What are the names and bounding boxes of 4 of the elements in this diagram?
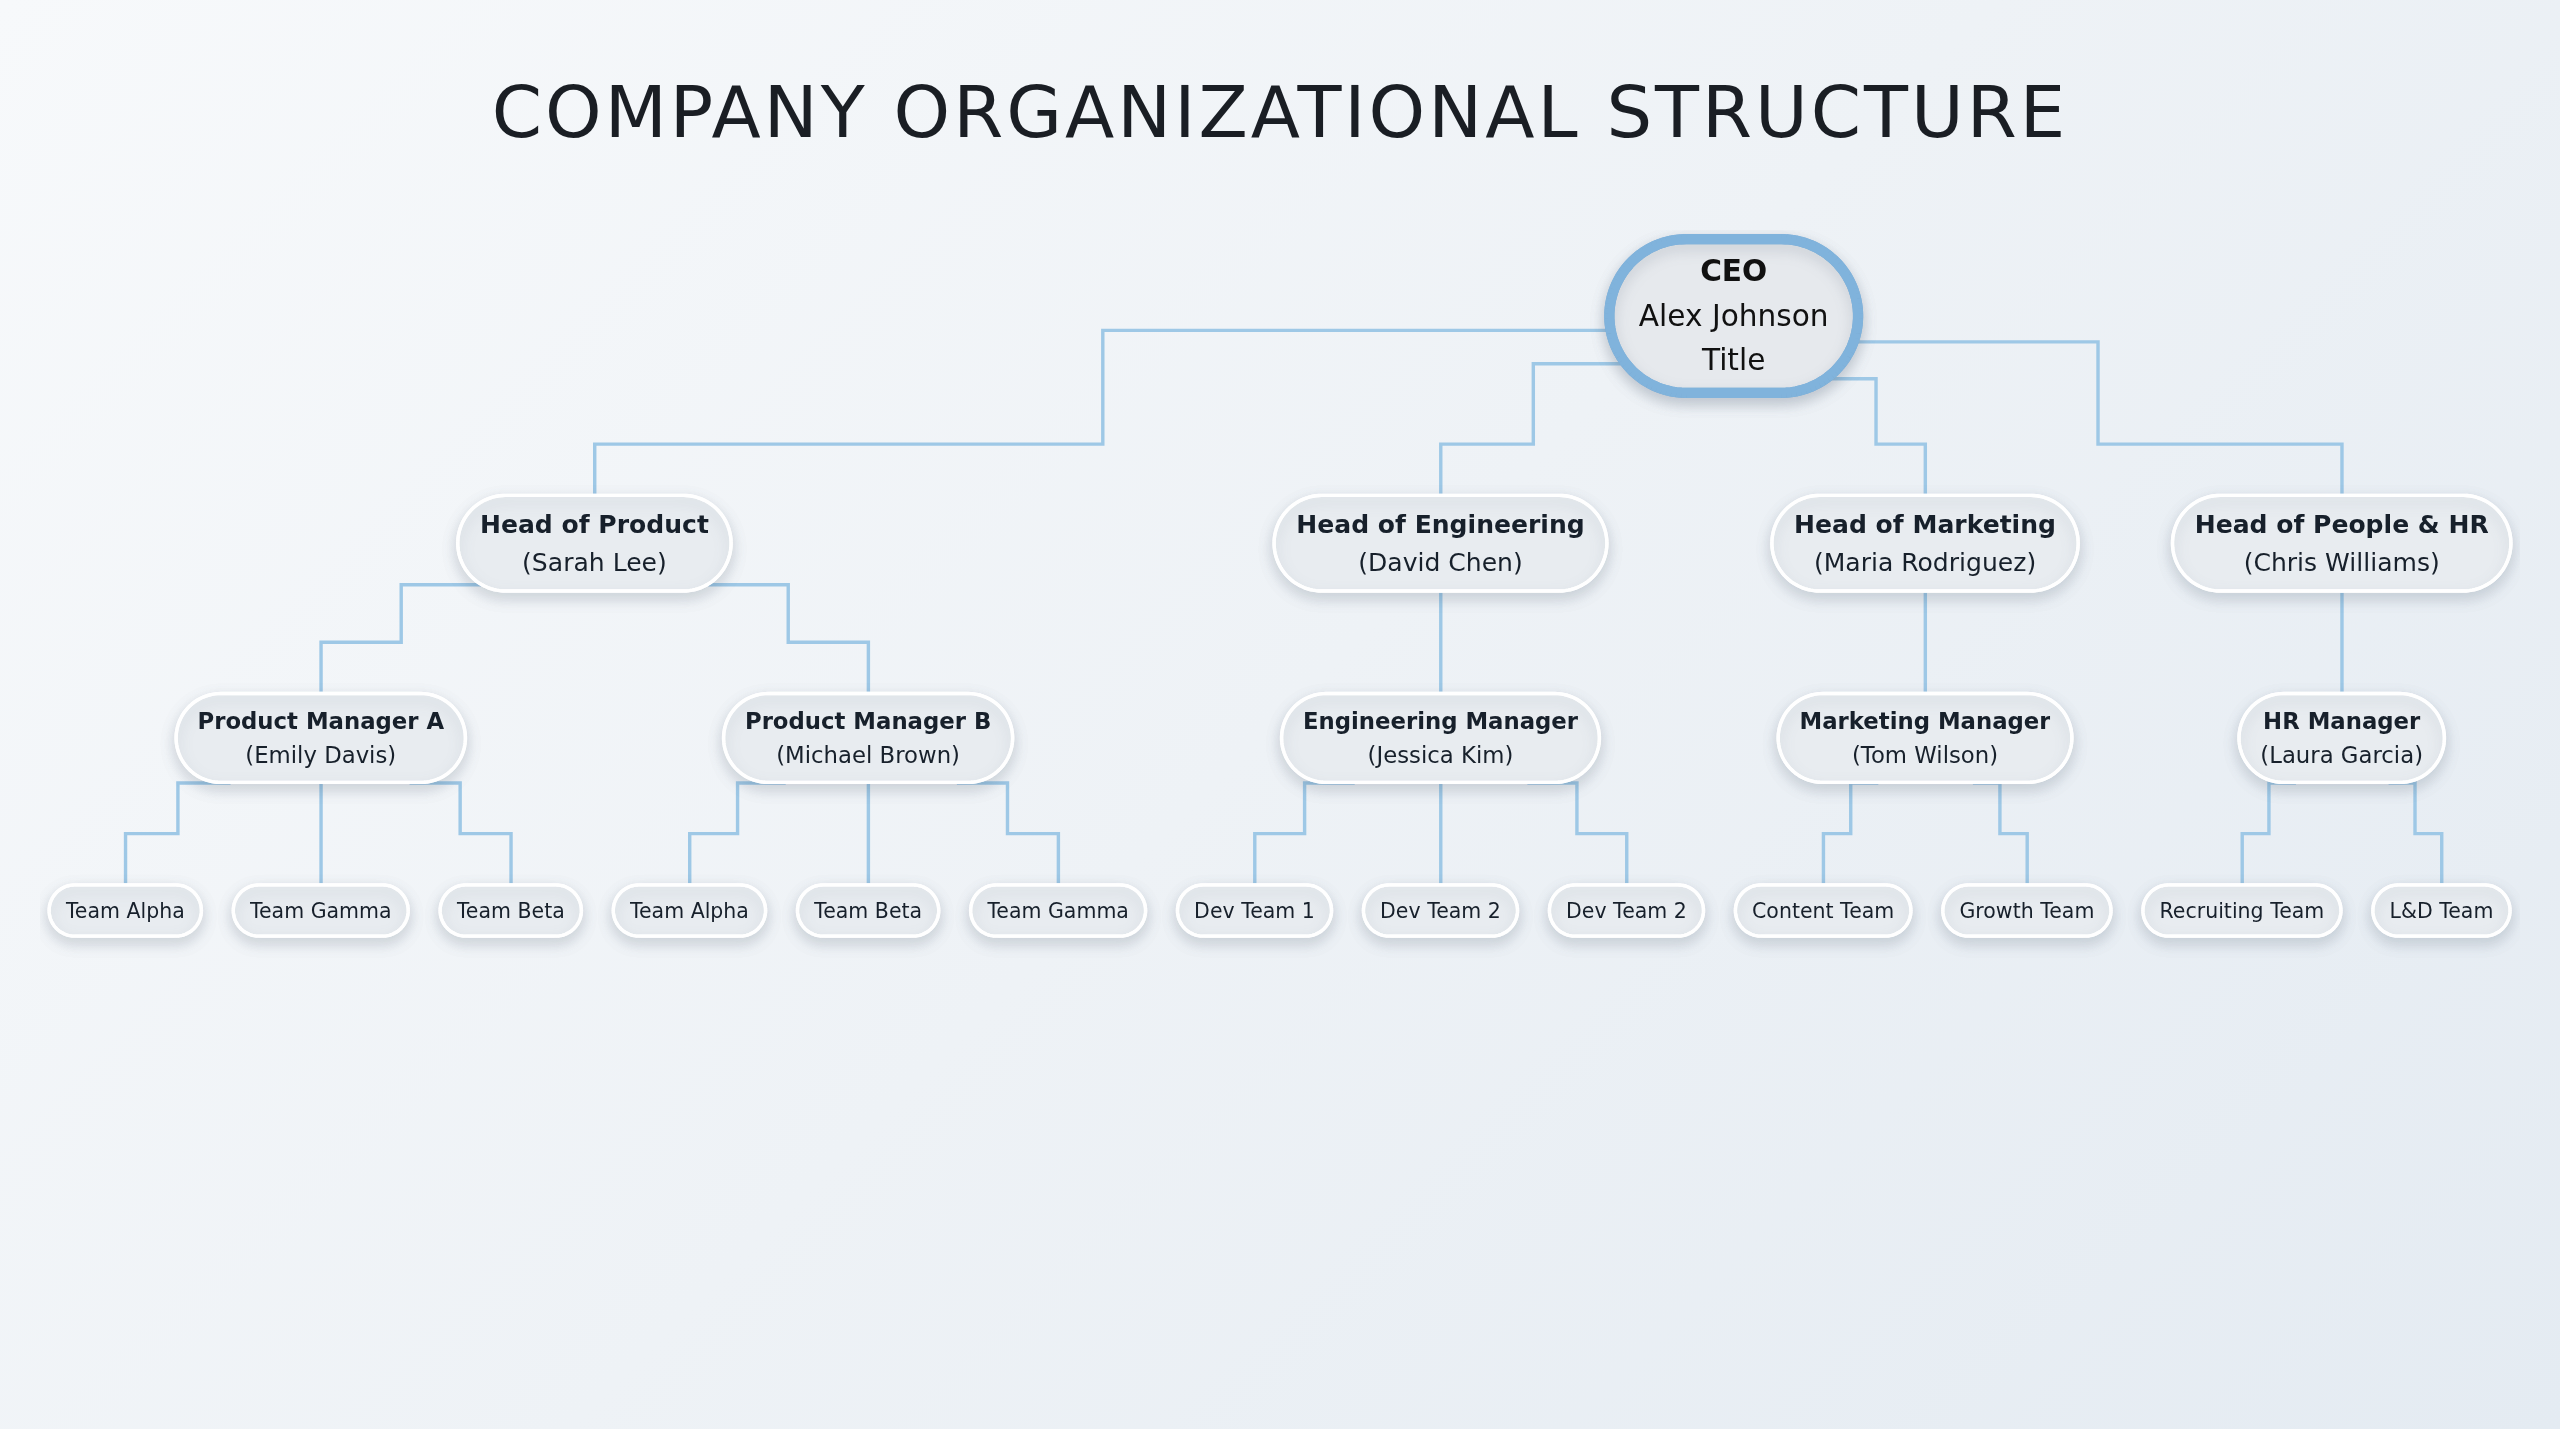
node-text: Content Team	[1752, 898, 1895, 923]
node-text: Marketing Manager (Tom Wilson)	[1799, 707, 2051, 769]
node-text: Head of People & HR (Chris Williams)	[2194, 510, 2489, 577]
diagram-title: COMPANY ORGANIZATIONAL STRUCTURE	[491, 70, 2069, 154]
